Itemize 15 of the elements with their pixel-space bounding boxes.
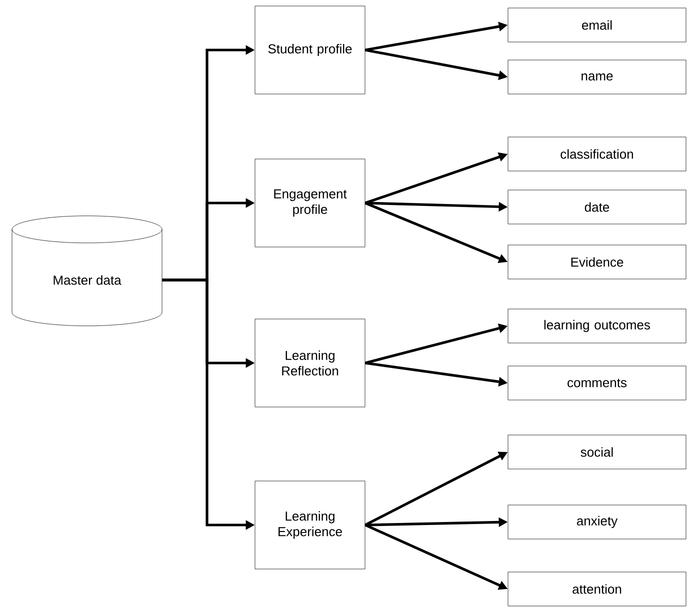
category-box: Learning Reflection <box>254 318 366 408</box>
field-box: classification <box>508 136 686 172</box>
category-box: Engagement profile <box>254 158 366 248</box>
field-box: comments <box>508 366 686 400</box>
field-box: name <box>508 60 686 94</box>
field-box: email <box>508 8 686 42</box>
database-cylinder: Master data <box>12 216 162 326</box>
field-box: social <box>508 434 686 470</box>
field-box: anxiety <box>508 504 686 540</box>
field-box: date <box>508 190 686 224</box>
field-box: Evidence <box>508 244 686 280</box>
field-box: learning outcomes <box>508 308 686 344</box>
field-box: attention <box>508 572 686 606</box>
category-box: Learning Experience <box>254 480 366 570</box>
category-box: Student profile <box>254 6 366 94</box>
